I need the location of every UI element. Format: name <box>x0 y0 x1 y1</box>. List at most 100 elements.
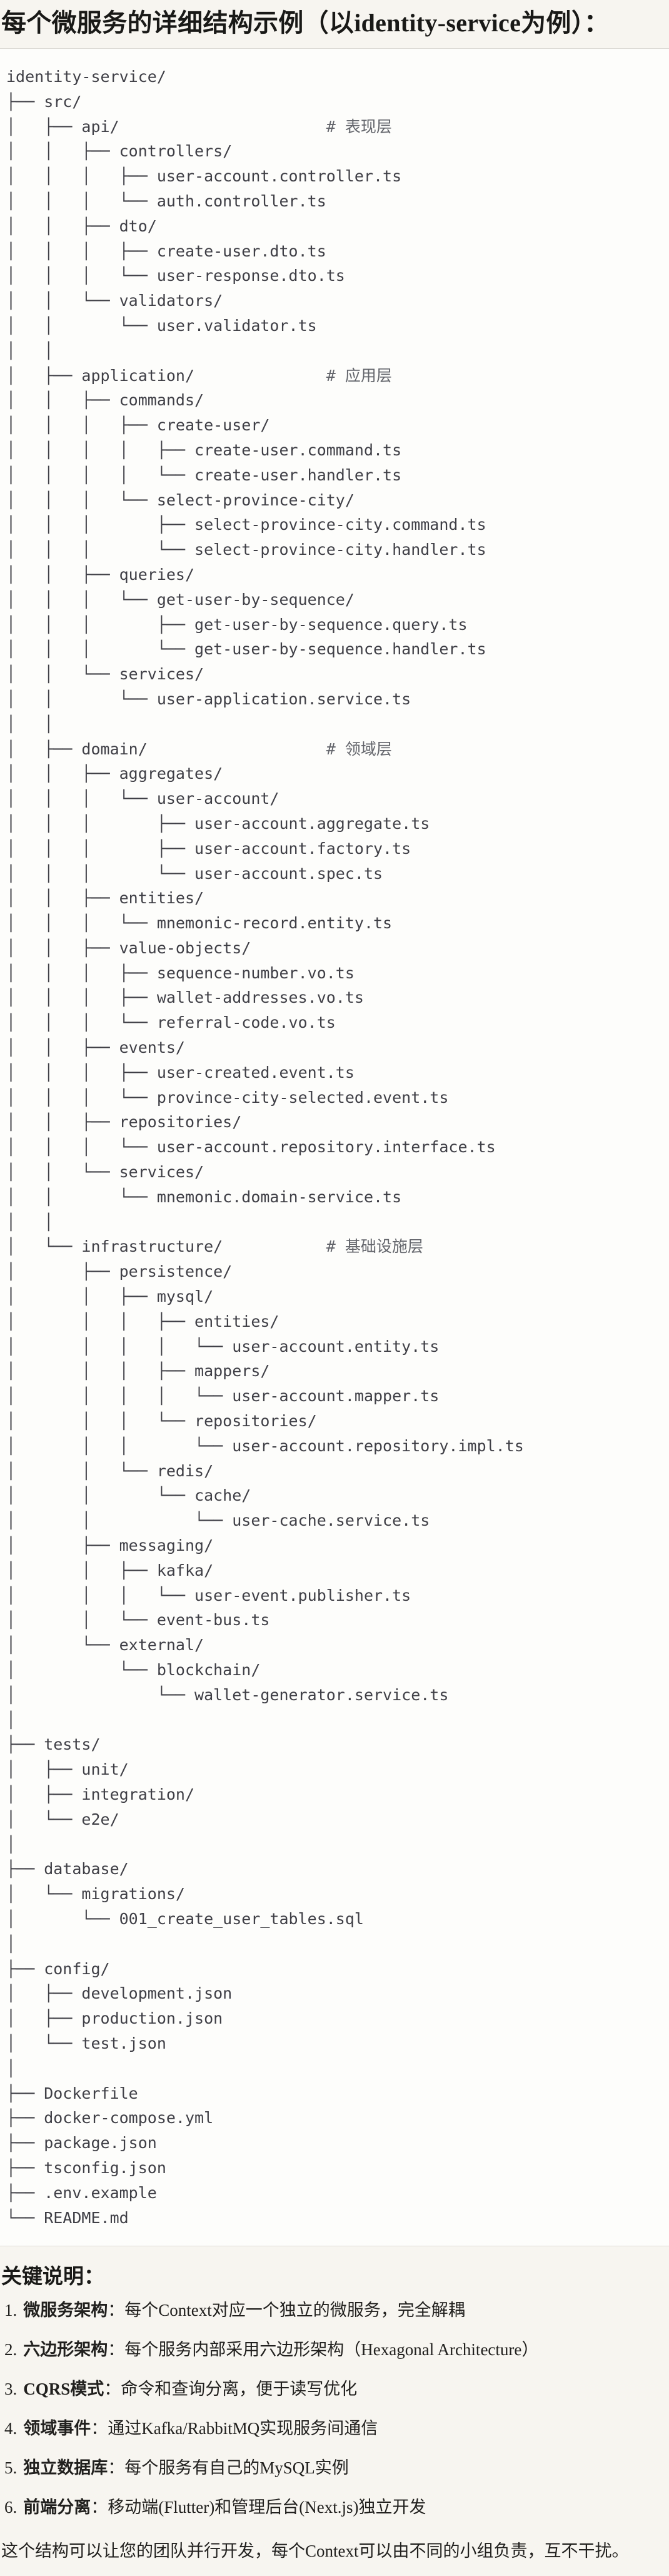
tree-line: │ └── test.json <box>6 2034 166 2052</box>
tree-line: │ │ │ └── user-account.repository.interf… <box>6 1138 496 1157</box>
tree-line: │ │ │ ├── user-account.aggregate.ts <box>6 814 430 833</box>
tree-line: │ │ ├── kafka/ <box>6 1561 214 1580</box>
tree-line: │ │ └── services/ <box>6 1163 204 1182</box>
note-item: 3.CQRS模式：命令和查询分离，便于读写优化 <box>4 2376 663 2401</box>
tree-line: │ │ │ └── user-account/ <box>6 789 279 808</box>
tree-line: │ │ └── event-bus.ts <box>6 1611 270 1630</box>
note-item: 6. 前端分离：移动端(Flutter)和管理后台(Next.js)独立开发 <box>4 2495 663 2520</box>
note-item-separator: ： <box>108 2458 125 2478</box>
tree-line: │ │ ├── commands/ <box>6 391 204 410</box>
note-item-text: 移动端(Flutter)和管理后台(Next.js)独立开发 <box>108 2498 426 2517</box>
tree-line: │ ├── development.json <box>6 1984 233 2003</box>
tree-line: │ <box>6 2059 16 2077</box>
tree-line: │ │ └── validators/ <box>6 292 223 310</box>
tree-line: │ │ │ └── user-account.repository.impl.t… <box>6 1436 524 1455</box>
note-item-separator: ： <box>91 2498 108 2517</box>
tree-line: │ │ ├── mysql/ <box>6 1287 214 1306</box>
note-item: 1.微服务架构：每个Context对应一个独立的微服务，完全解耦 <box>4 2298 663 2323</box>
tree-line: │ │ │ │ ├── create-user.command.ts <box>6 440 402 459</box>
tree-line: │ └── e2e/ <box>6 1810 119 1828</box>
note-item: 2.六边形架构：每个服务内部采用六边形架构（Hexagonal Architec… <box>4 2337 663 2362</box>
tree-line: │ ├── messaging/ <box>6 1536 214 1555</box>
tree-line: │ │ ├── queries/ <box>6 565 195 584</box>
note-item-label: 六边形架构 <box>23 2340 108 2360</box>
tree-line: │ │ ├── entities/ <box>6 889 204 908</box>
tree-line: │ └── migrations/ <box>6 1885 185 1904</box>
tree-line: │ │ └── user-application.service.ts <box>6 689 411 708</box>
tree-line: │ │ │ └── referral-code.vo.ts <box>6 1013 336 1032</box>
tree-line: │ │ └── services/ <box>6 665 204 684</box>
note-item: 5.独立数据库：每个服务有自己的MySQL实例 <box>4 2455 663 2480</box>
tree-line: │ │ └── user-cache.service.ts <box>6 1511 430 1530</box>
note-item-label: 领域事件 <box>23 2419 91 2438</box>
tree-line: │ │ │ ├── sequence-number.vo.ts <box>6 963 355 982</box>
directory-tree: identity-service/├── src/│ ├── api/ # 表现… <box>6 64 669 2230</box>
tree-line: │ │ <box>6 341 54 360</box>
note-item-text: 每个服务有自己的MySQL实例 <box>124 2458 349 2478</box>
note-item-number: 6. <box>4 2498 18 2517</box>
tree-line: │ │ <box>6 1212 54 1231</box>
note-item: 4.领域事件：通过Kafka/RabbitMQ实现服务间通信 <box>4 2416 663 2441</box>
tree-line: │ │ │ └── select-province-city/ <box>6 490 355 509</box>
tree-line: │ │ └── mnemonic.domain-service.ts <box>6 1187 402 1206</box>
tree-line: │ ├── integration/ <box>6 1785 195 1803</box>
note-item-label: 独立数据库 <box>23 2458 108 2478</box>
note-item-separator: ： <box>104 2380 121 2399</box>
note-item-number: 1. <box>4 2301 18 2320</box>
tree-line: │ │ │ ├── mappers/ <box>6 1362 270 1381</box>
tree-line: │ ├── domain/ # 领域层 <box>6 739 392 758</box>
tree-line: │ │ ├── repositories/ <box>6 1113 242 1132</box>
tree-line: │ │ │ └── repositories/ <box>6 1412 317 1431</box>
tree-line: │ │ ├── dto/ <box>6 216 157 235</box>
tree-line: │ │ │ └── select-province-city.handler.t… <box>6 540 486 559</box>
tree-line: │ ├── unit/ <box>6 1760 129 1779</box>
tree-line: │ │ └── cache/ <box>6 1486 251 1505</box>
note-item-separator: ： <box>91 2419 108 2438</box>
tree-line: │ │ │ └── user-account.spec.ts <box>6 864 383 883</box>
tree-line: │ │ │ ├── create-user.dto.ts <box>6 241 326 260</box>
tree-line: ├── src/ <box>6 92 82 111</box>
tree-line: │ │ │ ├── entities/ <box>6 1312 279 1331</box>
tree-line: │ <box>6 1710 16 1729</box>
tree-line: │ │ │ └── auth.controller.ts <box>6 191 326 210</box>
tree-line: │ ├── production.json <box>6 2009 223 2028</box>
tree-line: │ │ │ └── user-event.publisher.ts <box>6 1586 411 1605</box>
tree-line: │ │ │ └── get-user-by-sequence.handler.t… <box>6 640 486 659</box>
note-item-text: 每个Context对应一个独立的微服务，完全解耦 <box>124 2301 465 2320</box>
tree-line: └── README.md <box>6 2208 129 2227</box>
tree-comment: # 应用层 <box>326 366 392 385</box>
tree-comment: # 表现层 <box>326 117 392 136</box>
note-item-number: 3. <box>4 2380 18 2399</box>
tree-line: │ │ │ ├── user-created.event.ts <box>6 1063 355 1082</box>
tree-line: ├── package.json <box>6 2134 157 2153</box>
tree-line: │ │ │ │ └── user-account.mapper.ts <box>6 1387 440 1406</box>
tree-line: │ └── wallet-generator.service.ts <box>6 1685 449 1704</box>
note-item-number: 5. <box>4 2458 18 2478</box>
note-item-number: 4. <box>4 2419 18 2438</box>
tree-line: │ │ │ ├── create-user/ <box>6 416 270 435</box>
tree-comment: # 领域层 <box>326 739 392 758</box>
tree-line: │ │ │ ├── get-user-by-sequence.query.ts <box>6 615 468 634</box>
tree-line: │ └── 001_create_user_tables.sql <box>6 1909 364 1928</box>
tree-line: │ │ │ └── mnemonic-record.entity.ts <box>6 914 393 933</box>
note-item-label: 前端分离 <box>23 2498 91 2517</box>
notes-heading: 关键说明： <box>1 2266 104 2289</box>
tree-line: │ │ │ ├── user-account.factory.ts <box>6 839 411 858</box>
tree-line: ├── database/ <box>6 1860 129 1879</box>
tree-line: │ │ └── user.validator.ts <box>6 316 317 335</box>
note-item-number: 2. <box>4 2340 18 2360</box>
tree-line: │ │ ├── events/ <box>6 1038 185 1057</box>
note-item-label: CQRS模式 <box>23 2380 104 2399</box>
page-title: 每个微服务的详细结构示例（以identity-service为例）： <box>1 9 610 37</box>
tree-line: ├── config/ <box>6 1959 110 1978</box>
tree-line: │ ├── application/ # 应用层 <box>6 366 392 385</box>
notes-footer: 这个结构可以让您的团队并行开发，每个Context可以由不同的小组负责，互不干扰… <box>1 2542 629 2561</box>
tree-line: │ │ │ ├── user-account.controller.ts <box>6 167 402 186</box>
tree-line: │ │ │ ├── wallet-addresses.vo.ts <box>6 988 364 1007</box>
tree-line: │ │ │ ├── select-province-city.command.t… <box>6 515 486 534</box>
code-block: identity-service/├── src/│ ├── api/ # 表现… <box>0 48 669 2247</box>
tree-line: ├── docker-compose.yml <box>6 2109 214 2127</box>
tree-line: ├── Dockerfile <box>6 2084 138 2102</box>
note-item-text: 每个服务内部采用六边形架构（Hexagonal Architecture） <box>124 2340 539 2360</box>
